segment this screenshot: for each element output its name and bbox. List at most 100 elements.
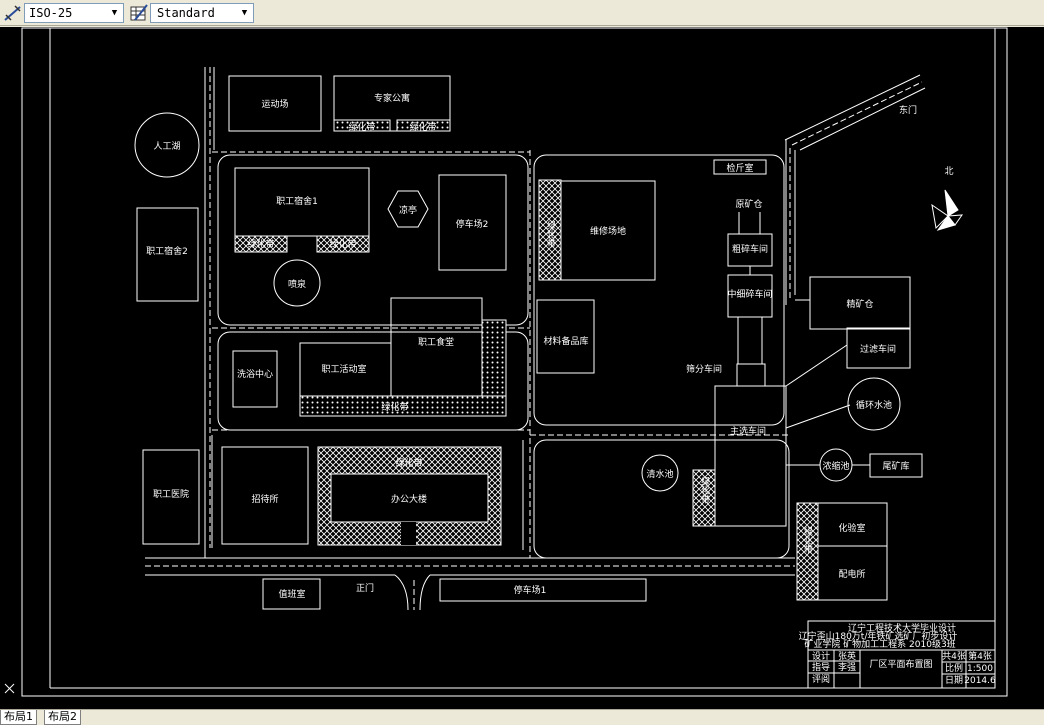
tablestyle-manager-icon[interactable]: [128, 2, 150, 24]
label-east-gate: 东门: [899, 104, 917, 116]
label-lab: 化验室: [838, 522, 865, 534]
dimstyle-manager-icon[interactable]: [2, 2, 24, 24]
filter-plant[interactable]: [846, 327, 911, 369]
title-block: [807, 620, 996, 689]
label-concentrate-bin: 精矿仓: [846, 298, 873, 310]
label-bath-center: 洗浴中心: [237, 368, 273, 380]
label-weigh-room: 检斤室: [726, 162, 753, 174]
label-office-building: 办公大楼: [391, 493, 427, 505]
label-main-plant: 主选车间: [730, 425, 766, 437]
label-green-belt: 绿化带: [409, 121, 436, 133]
label-tailings: 尾矿库: [882, 460, 909, 472]
styles-toolbar: ISO-25 ▼ Standard ▼: [0, 0, 1044, 26]
title-univ: 辽宁工程技术大学毕业设计: [848, 622, 956, 634]
drawing-canvas[interactable]: 运动场 专家公寓 绿化带 绿化带 东门 人工湖 职工宿舍1 绿化带 绿化带 凉亭…: [0, 27, 1044, 709]
label-green-belt-vertical: 绿化带: [545, 219, 556, 248]
fountain[interactable]: [273, 259, 321, 307]
label-screening: 筛分车间: [686, 363, 722, 375]
guesthouse[interactable]: [221, 446, 309, 545]
ucs-icon: [4, 683, 15, 694]
staff-hospital[interactable]: [142, 449, 200, 545]
label-north: 北: [944, 166, 953, 177]
label-artificial-lake: 人工湖: [153, 141, 180, 152]
guard-room[interactable]: [262, 578, 321, 610]
clean-water-pool[interactable]: [641, 454, 679, 492]
staff-dorm-1[interactable]: [234, 167, 370, 237]
label-coarse-crush: 粗碎车间: [732, 243, 768, 255]
label-raw-ore-bin: 原矿仓: [735, 198, 762, 210]
materials-warehouse[interactable]: [536, 299, 595, 374]
title-advisor: 李强: [838, 661, 856, 673]
label-staff-dorm-2: 职工宿舍2: [146, 245, 188, 257]
label-green-belt: 绿化带: [348, 121, 375, 133]
title-designer: 张英: [838, 650, 856, 662]
label-staff-dorm-1: 职工宿舍1: [276, 195, 318, 207]
tailings-pond[interactable]: [869, 453, 923, 478]
artificial-lake[interactable]: [134, 112, 200, 178]
chevron-down-icon[interactable]: ▼: [111, 8, 118, 18]
label-thickener: 浓缩池: [822, 460, 849, 472]
label-filter-plant: 过滤车间: [860, 343, 896, 355]
tab-layout1[interactable]: 布局1: [0, 710, 37, 725]
substation[interactable]: [817, 545, 888, 601]
weigh-room[interactable]: [713, 159, 767, 175]
textstyle-select[interactable]: Standard ▼: [150, 3, 254, 23]
label-green-belt: 绿化带: [395, 457, 422, 469]
repair-field[interactable]: [560, 180, 656, 281]
bath-center[interactable]: [232, 350, 278, 408]
textstyle-value: Standard: [157, 6, 215, 20]
parking-2[interactable]: [438, 174, 507, 271]
layout-tabs: 布局1 布局2: [0, 709, 1044, 725]
label-main-gate: 正门: [356, 582, 374, 594]
title-date-value: 2014.6: [964, 676, 996, 686]
roads: [145, 67, 926, 611]
pavilion[interactable]: [387, 190, 429, 228]
label-expert-apartment: 专家公寓: [374, 92, 410, 104]
title-guide-label: 指导: [812, 661, 830, 673]
label-materials-warehouse: 材料备品库: [543, 335, 588, 347]
label-green-belt: 绿化带: [381, 401, 408, 413]
office-building[interactable]: [330, 473, 489, 523]
site-plan-drawing[interactable]: 运动场 专家公寓 绿化带 绿化带 东门 人工湖 职工宿舍1 绿化带 绿化带 凉亭…: [0, 27, 1044, 709]
label-green-belt: 绿化带: [329, 238, 356, 250]
label-mid-crush: 中细碎车间: [727, 288, 772, 300]
tab-layout2[interactable]: 布局2: [44, 710, 81, 725]
label-parking-1: 停车场1: [514, 584, 547, 596]
dimstyle-select[interactable]: ISO-25 ▼: [24, 3, 124, 23]
label-circulating-pool: 循环水池: [856, 399, 892, 411]
staff-dorm-2[interactable]: [136, 207, 199, 302]
label-staff-canteen: 职工食堂: [418, 336, 454, 348]
dimstyle-value: ISO-25: [29, 6, 73, 20]
dimstyle-group: ISO-25 ▼: [2, 1, 124, 25]
title-scale-label: 比例: [945, 662, 963, 674]
expert-apartment[interactable]: [333, 75, 451, 132]
label-guesthouse: 招待所: [251, 493, 278, 505]
label-guard-room: 值班室: [278, 588, 305, 600]
outer-frame: [21, 27, 1008, 697]
title-review-label: 评阅: [812, 674, 830, 685]
label-green-belt-vertical: 绿化带: [802, 525, 813, 554]
parking-1[interactable]: [439, 578, 647, 602]
label-clean-pool: 清水池: [646, 468, 673, 480]
label-parking-2: 停车场2: [456, 218, 489, 230]
road-blocks: [211, 150, 790, 559]
label-sports-field: 运动场: [261, 99, 288, 110]
label-green-belt-vertical: 绿化带: [699, 475, 710, 504]
sports-field[interactable]: [228, 75, 322, 132]
chevron-down-icon[interactable]: ▼: [241, 8, 248, 18]
label-substation: 配电所: [838, 568, 865, 580]
main-plant[interactable]: [714, 385, 787, 527]
title-sheet: 第4张: [968, 650, 992, 662]
title-total: 共4张: [942, 651, 966, 662]
concentrate-bin[interactable]: [809, 276, 911, 330]
title-design-label: 设计: [812, 650, 830, 662]
title-date-label: 日期: [945, 675, 963, 686]
title-scale-value: 1:500: [967, 664, 993, 674]
label-repair-field: 维修场地: [590, 225, 626, 237]
north-arrow-icon: [931, 189, 964, 231]
textstyle-group: Standard ▼: [128, 1, 254, 25]
circulating-pool[interactable]: [847, 377, 901, 431]
title-drawing-name: 厂区平面布置图: [869, 658, 932, 670]
label-activity-room: 职工活动室: [321, 363, 366, 375]
title-major: 矿业学院 矿物加工工程系 2010级3班: [804, 638, 955, 650]
